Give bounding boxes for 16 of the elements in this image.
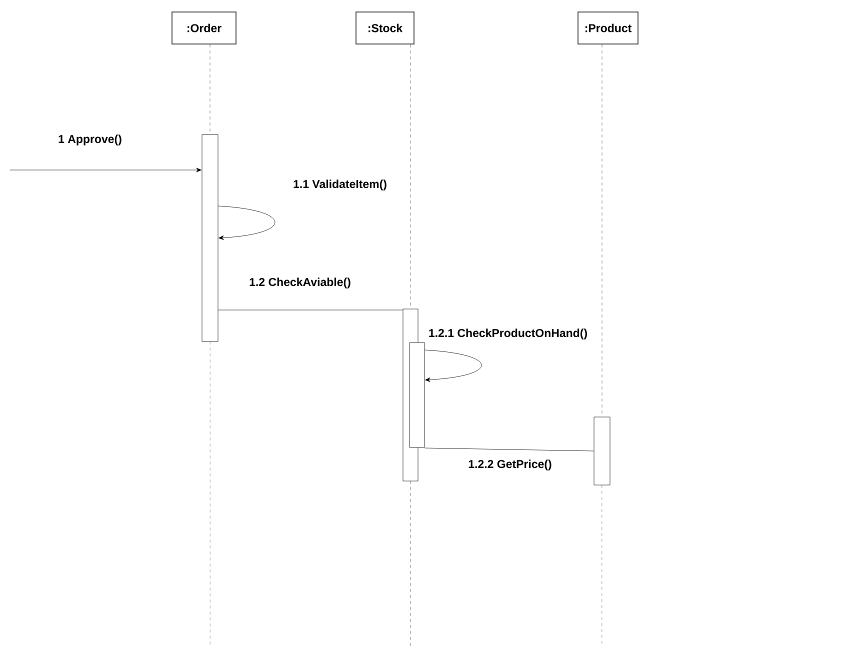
message-label: 1.2.2 GetPrice() [467, 458, 553, 472]
message-label: 1.2.1 CheckProductOnHand() [427, 328, 589, 340]
activation-bar [594, 416, 610, 486]
message-label: 1 Approve() [57, 134, 123, 146]
message-line [424, 448, 594, 452]
activation-bar [202, 134, 218, 342]
self-message-arrow [218, 206, 276, 240]
lifeline-head-box: :Stock [356, 12, 414, 44]
message-arrow [10, 168, 202, 172]
activation-bar [409, 342, 425, 448]
message-label: 1.2 CheckAviable() [248, 276, 352, 290]
lifeline-head-box: :Product [578, 12, 638, 44]
message-label: 1.1 ValidateItem() [292, 178, 388, 192]
self-message-arrow [424, 350, 482, 382]
lifeline-head-box: :Order [172, 12, 236, 44]
lifeline [410, 44, 411, 309]
